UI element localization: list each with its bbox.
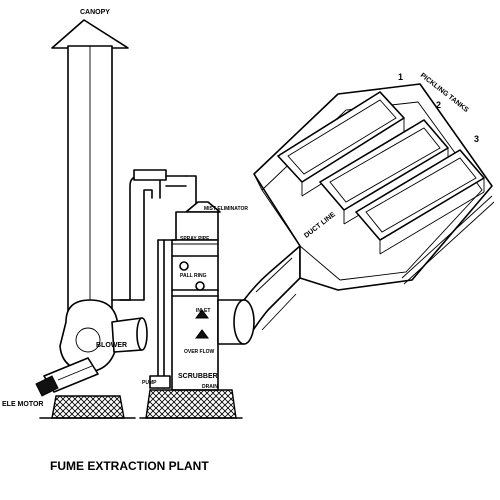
- over-flow-label: OVER FLOW: [184, 349, 215, 355]
- canopy-arrowhead: [51, 19, 129, 49]
- pump-label: PUMP: [142, 380, 157, 386]
- canopy-label: CANOPY: [80, 9, 110, 16]
- duct-blower-to-scrubber: [111, 169, 197, 301]
- blower: [35, 299, 148, 397]
- scrubber-label: SCRUBBER: [178, 373, 218, 380]
- scrubber-foundation: [139, 389, 243, 419]
- scrubber-tower: [149, 201, 221, 391]
- tank-1-label: 1: [398, 72, 403, 82]
- chimney-stack: [51, 19, 129, 323]
- inlet-duct: [217, 245, 301, 345]
- drain-label: DRAIN: [202, 384, 218, 390]
- blower-foundation: [39, 395, 136, 419]
- tank-2-label: 2: [436, 100, 441, 110]
- mist-eliminator-label: MIST ELIMINATOR: [204, 206, 248, 212]
- blower-label: BLOWER: [96, 342, 127, 349]
- diagram-title: FUME EXTRACTION PLANT: [50, 459, 209, 473]
- ele-motor-label: ELE MOTOR: [2, 401, 43, 408]
- pickling-tank-3: [355, 149, 485, 255]
- inlet-label: INLET: [196, 308, 210, 314]
- spray-pipe-label: SPRAY PIPE: [180, 236, 210, 242]
- tank-3-label: 3: [474, 134, 479, 144]
- pall-ring-label: PALL RING: [180, 273, 207, 279]
